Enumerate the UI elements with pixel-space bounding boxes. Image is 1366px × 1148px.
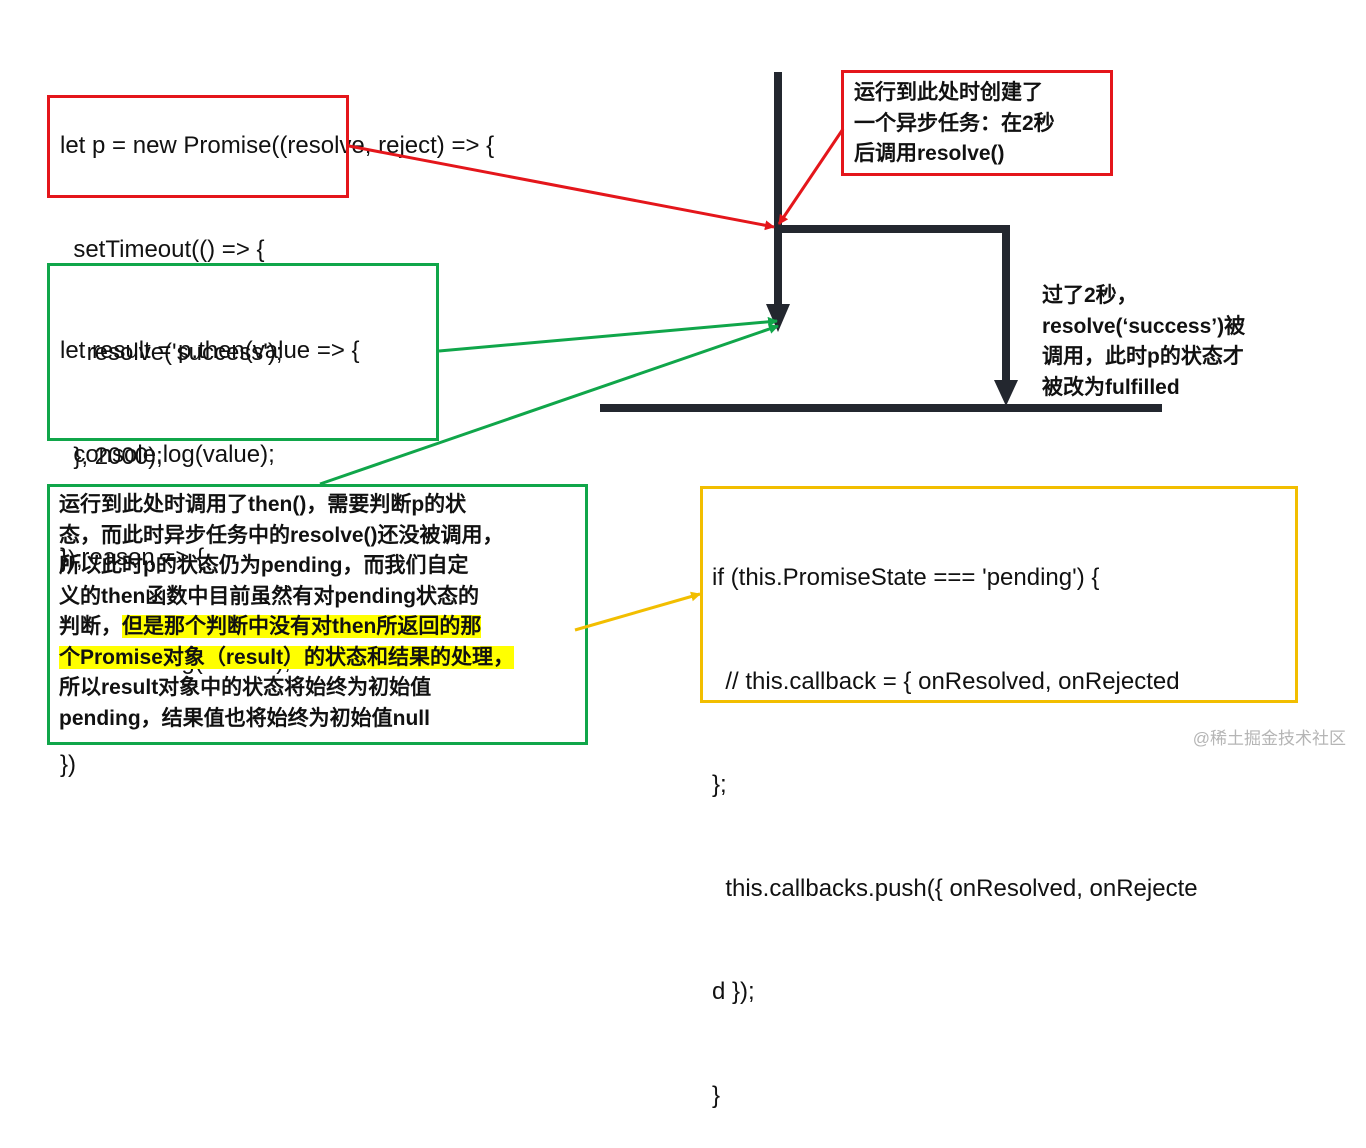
note-line: pending，结果值也将始终为初始值null xyxy=(59,706,430,730)
then-note-box xyxy=(47,484,588,745)
code-line: let p = new Promise((resolve, reject) =>… xyxy=(60,132,495,159)
code-line: }, reason => { xyxy=(60,544,205,571)
code-line: // this.callback = { onResolved, onRejec… xyxy=(712,667,1180,695)
note-line: 后调用resolve() xyxy=(854,142,1005,165)
highlighted-text: 但是那个判断中没有对then所返回的那 xyxy=(122,615,482,638)
async-task-note: 运行到此处时创建了 一个异步任务：在2秒 后调用resolve() xyxy=(854,78,1055,170)
async-note-connector-arrow xyxy=(777,128,845,225)
async-task-note-box xyxy=(841,70,1113,176)
timeline-diagram xyxy=(319,72,1162,632)
note-fragment: 判断， xyxy=(59,615,122,638)
async-branch xyxy=(778,225,1010,382)
note-line: 过了2秒， xyxy=(1042,284,1138,307)
code-line: if (this.PromiseState === 'pending') { xyxy=(712,564,1100,591)
note-line: 运行到此处时调用了then()，需要判断p的状 xyxy=(59,493,467,516)
watermark: @稀土掘金技术社区 xyxy=(1192,729,1346,748)
note-line: 所以此时p的状态仍为pending，而我们自定 xyxy=(59,554,469,577)
settimeout-connector-arrow xyxy=(348,144,775,231)
note-line: 被改为fulfilled xyxy=(1042,375,1180,399)
code-line: } xyxy=(712,1081,721,1109)
note-line: 个Promise对象（result）的状态和结果的处理， xyxy=(59,643,515,674)
settimeout-highlight-box xyxy=(47,95,349,198)
code-line: console.log(value); xyxy=(60,440,275,468)
note-line: 运行到此处时创建了 xyxy=(854,81,1043,104)
code-line: let result = p.then(value => { xyxy=(60,337,360,364)
timeline-arrowhead xyxy=(766,304,790,332)
code-line: }); xyxy=(60,546,83,573)
then-code-connector-arrow xyxy=(438,316,778,353)
resolve-note: 过了2秒， resolve(‘success’)被 调用，此时p的状态才 被改为… xyxy=(1042,281,1245,403)
note-line: 一个异步任务：在2秒 xyxy=(854,111,1055,135)
async-branch-arrowhead xyxy=(994,380,1018,406)
then-note-connector-arrow xyxy=(319,324,779,486)
highlighted-text: ， xyxy=(493,645,515,669)
code-line: d }); xyxy=(712,978,755,1005)
code-line: this.callbacks.push({ onResolved, onReje… xyxy=(712,874,1198,902)
note-line: 义的then函数中目前虽然有对pending状态的 xyxy=(59,584,479,608)
then-note: 运行到此处时调用了then()，需要判断p的状 态，而此时异步任务中的resol… xyxy=(59,490,515,734)
note-line: 判断，但是那个判断中没有对then所返回的那 xyxy=(59,612,514,643)
note-line: 态，而此时异步任务中的resolve()还没被调用， xyxy=(59,523,504,547)
code-line: }; xyxy=(712,771,727,798)
pending-code-connector-arrow xyxy=(574,591,701,632)
highlighted-text: 个Promise对象（result）的状态和结果的处理 xyxy=(59,645,494,669)
code-line: setTimeout(() => { xyxy=(60,235,265,263)
note-line: 所以result对象中的状态将始终为初始值 xyxy=(59,676,432,699)
then-code-box xyxy=(47,263,439,441)
promise-code: let p = new Promise((resolve, reject) =>… xyxy=(60,60,494,612)
code-line: }, 2000); xyxy=(60,442,163,470)
note-line: resolve(‘success’)被 xyxy=(1042,314,1246,338)
code-line: resolve('success'); xyxy=(60,339,283,366)
note-line: 调用，此时p的状态才 xyxy=(1042,345,1244,368)
pending-code-box xyxy=(700,486,1298,703)
